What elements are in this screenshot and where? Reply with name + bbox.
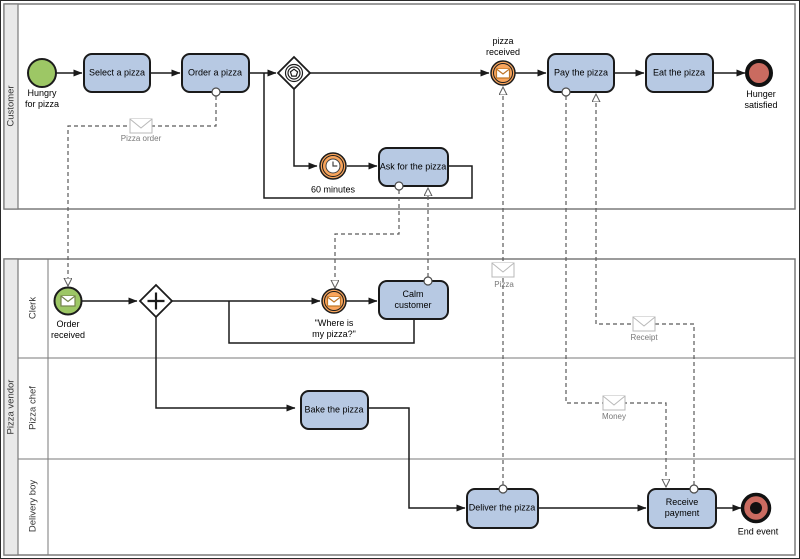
pizza-order-envelope-icon [129,118,153,134]
message-port-pay [561,87,571,97]
event-based-gateway [276,55,312,91]
message-port-receive [689,484,699,494]
envelope-icon [60,295,76,307]
terminate-end-event [740,492,772,524]
receipt-envelope-icon [632,316,656,332]
plus-icon [147,292,165,310]
task-deliver-the-pizza [466,488,539,529]
message-port-order [211,87,221,97]
task-receive-payment [647,488,717,529]
message-flow-pizza-order [68,96,217,286]
message-port-deliver [498,484,508,494]
terminate-icon [750,502,762,514]
pizza-envelope-icon [491,262,515,278]
money-envelope-icon [602,395,626,411]
pentagon-icon [289,68,299,77]
message-flow-ask-to-where-is [335,190,400,288]
task-pay-the-pizza [547,53,615,93]
flow-ask-loop-to-gateway [263,73,473,199]
flow-bake-to-deliver [368,407,466,512]
message-catch-event-pizza-received [490,60,516,86]
pool-label-pizza-vendor: Pizza vendor [5,379,17,435]
envelope-icon [495,68,511,79]
lane-label-clerk: Clerk [27,296,39,320]
task-ask-for-the-pizza [378,147,449,187]
message-start-event-order-received [53,286,83,316]
message-ports [211,87,699,494]
task-eat-the-pizza [645,53,714,93]
task-calm-customer [378,280,449,320]
envelope-icon [326,296,342,307]
flow-gateway-to-bake [155,317,296,412]
flow-gateway-to-timer [293,89,318,170]
clock-icon [325,158,341,174]
message-envelopes [129,118,656,411]
parallel-gateway [138,283,174,319]
message-catch-event-where-is-my-pizza [321,288,347,314]
lane-label-pizza-chef: Pizza chef [27,386,39,430]
task-select-a-pizza [83,53,151,93]
pool-label-customer: Customer [5,85,17,127]
flow-calm-loop-back [228,301,415,344]
task-bake-the-pizza [300,390,369,430]
message-port-calm [423,276,433,286]
lane-label-delivery-boy: Delivery boy [27,479,39,533]
sequence-flows [56,69,746,512]
timer-event-60-minutes [319,152,347,180]
start-event-hungry [27,58,57,88]
end-event-hunger-satisfied [745,59,773,87]
task-order-a-pizza [181,53,250,93]
message-port-ask [394,181,404,191]
